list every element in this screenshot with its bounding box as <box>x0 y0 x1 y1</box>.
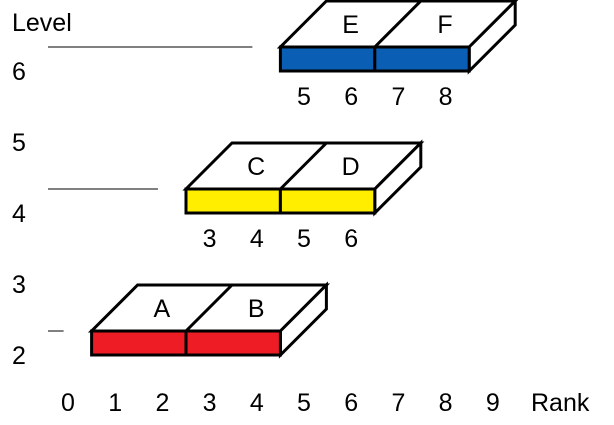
rank-tick-6: 6 <box>344 389 358 417</box>
block-rank-label-8: 8 <box>439 83 453 111</box>
block-rank-label-5: 5 <box>297 83 311 111</box>
cell-letter-F: F <box>437 11 452 39</box>
block-rank-label-4: 4 <box>250 225 264 253</box>
cell-letter-B: B <box>248 295 265 323</box>
block-rank-label-6: 6 <box>344 225 358 253</box>
rank-tick-8: 8 <box>439 389 453 417</box>
level-tick-5: 5 <box>12 129 26 157</box>
rank-tick-5: 5 <box>297 389 311 417</box>
cell-divider <box>184 283 234 333</box>
block-level-6: E F 5 6 7 8 <box>276 0 519 111</box>
cell-divider <box>279 141 328 191</box>
y-axis-title: Level <box>12 9 72 37</box>
level-guide-lines <box>48 46 253 332</box>
level-tick-4: 4 <box>12 200 26 228</box>
cell-front-C <box>184 187 282 215</box>
cell-front-B <box>184 329 282 357</box>
cell-letter-E: E <box>342 11 359 39</box>
cell-letter-A: A <box>153 295 170 323</box>
rank-tick-3: 3 <box>203 389 217 417</box>
x-axis-title: Rank <box>531 389 590 417</box>
cell-letter-D: D <box>342 153 360 181</box>
rank-tick-labels: 0 1 2 3 4 5 6 7 8 9 <box>61 389 500 417</box>
block-rank-label-5: 5 <box>297 225 311 253</box>
cell-front-F <box>373 45 471 73</box>
rank-tick-0: 0 <box>61 389 75 417</box>
rank-tick-1: 1 <box>108 389 122 417</box>
cell-front-D <box>278 187 377 215</box>
block-rank-label-3: 3 <box>203 225 217 253</box>
block-rank-label-7: 7 <box>391 83 405 111</box>
cell-divider <box>373 0 422 49</box>
cell-front-A <box>90 329 188 357</box>
block-level-4: C D 3 4 5 6 <box>182 139 425 253</box>
level-tick-3: 3 <box>12 271 26 299</box>
rank-tick-7: 7 <box>391 389 405 417</box>
rank-tick-2: 2 <box>155 389 169 417</box>
level-tick-labels: 2 3 4 5 6 <box>12 58 26 370</box>
rank-tick-9: 9 <box>486 389 500 417</box>
block-rank-label-6: 6 <box>344 83 358 111</box>
cell-letter-C: C <box>247 153 265 181</box>
level-tick-6: 6 <box>12 58 26 86</box>
level-tick-2: 2 <box>12 342 26 370</box>
cell-front-E <box>278 45 377 73</box>
rank-tick-4: 4 <box>250 389 264 417</box>
